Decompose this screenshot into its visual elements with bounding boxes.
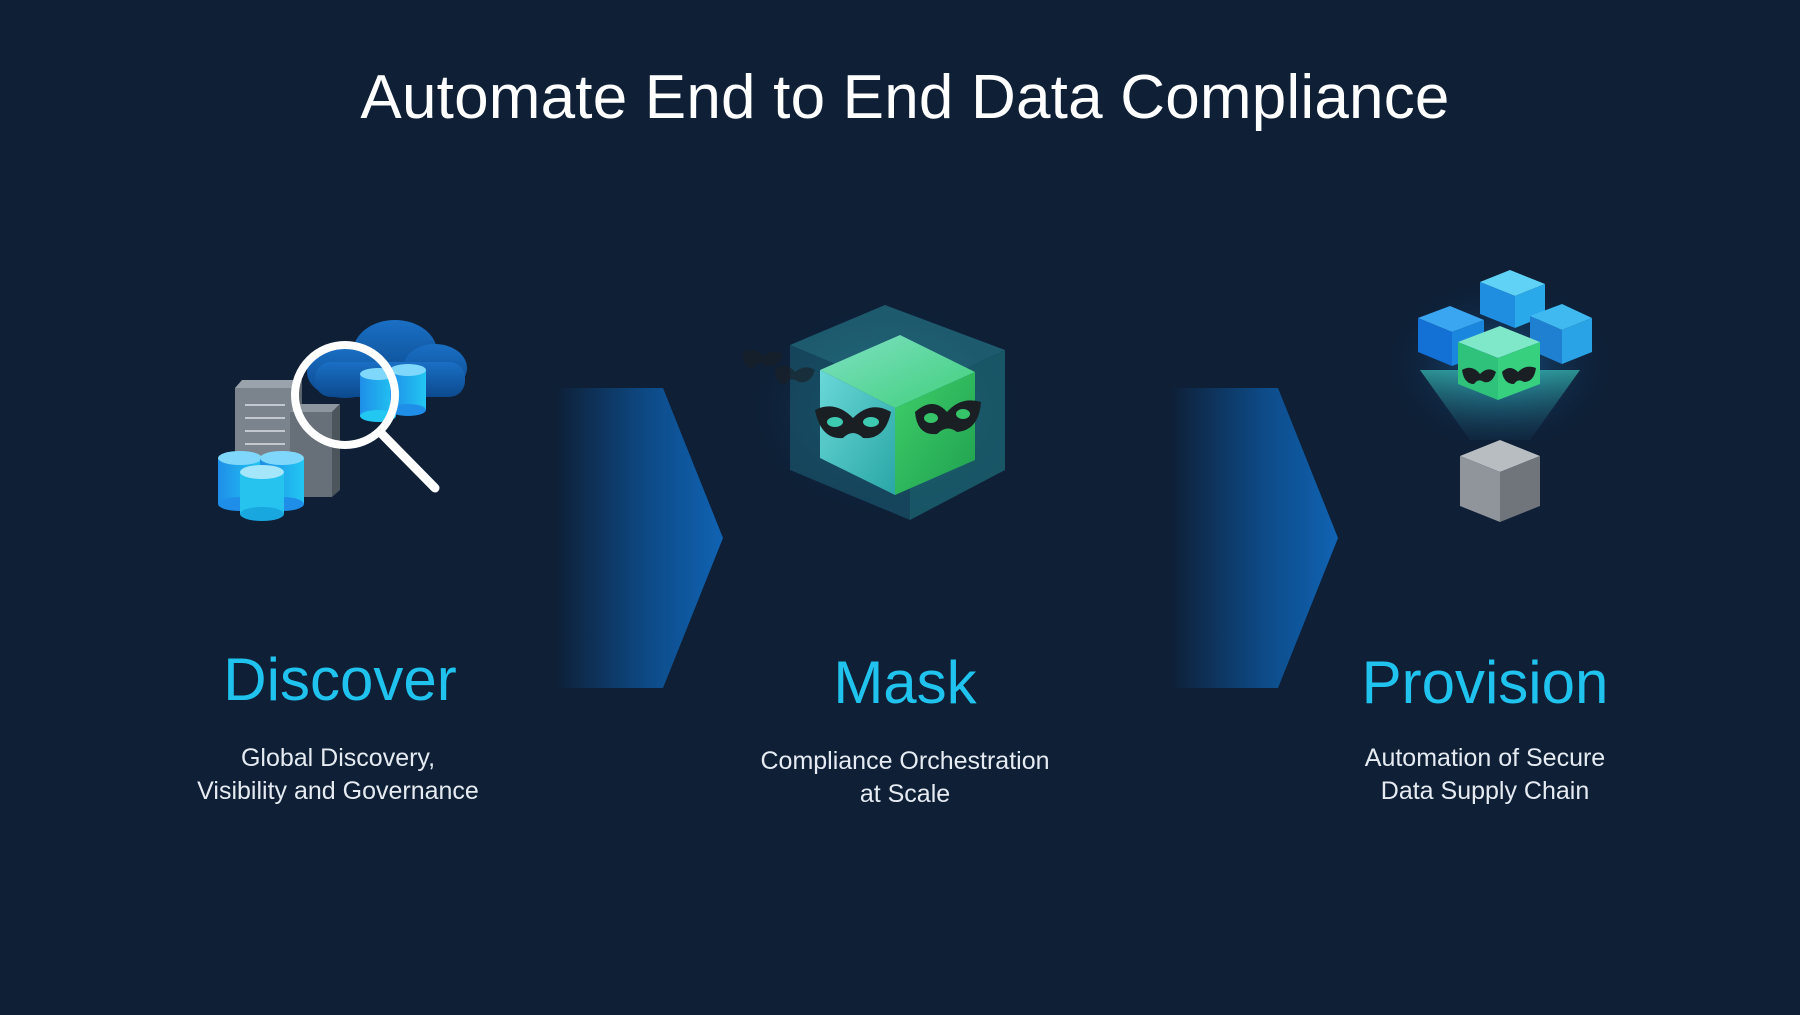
slide-title: Automate End to End Data Compliance	[360, 63, 1450, 132]
stage-desc-mask: Compliance Orchestration at Scale	[655, 745, 1155, 811]
desc-line: Automation of Secure	[1364, 744, 1606, 772]
desc-line: Compliance Orchestration	[760, 747, 1050, 775]
stage-heading-mask: Mask	[833, 649, 977, 716]
desc-line: Visibility and Governance	[197, 777, 479, 805]
desc-line: at Scale	[859, 780, 951, 808]
desc-line: Global Discovery,	[240, 744, 436, 772]
stage-heading-provision: Provision	[1361, 649, 1609, 716]
stage-heading-discover: Discover	[223, 646, 457, 713]
desc-line: Data Supply Chain	[1380, 777, 1590, 805]
chevron-arrow-2	[1170, 388, 1338, 688]
stage-desc-discover: Global Discovery, Visibility and Governa…	[88, 742, 588, 808]
stage-desc-provision: Automation of Secure Data Supply Chain	[1235, 742, 1735, 808]
masked-cube-icon	[743, 300, 1020, 520]
chevron-arrow-1	[555, 388, 723, 688]
database-search-icon	[218, 320, 467, 521]
cube-cluster-icon	[1380, 270, 1620, 522]
